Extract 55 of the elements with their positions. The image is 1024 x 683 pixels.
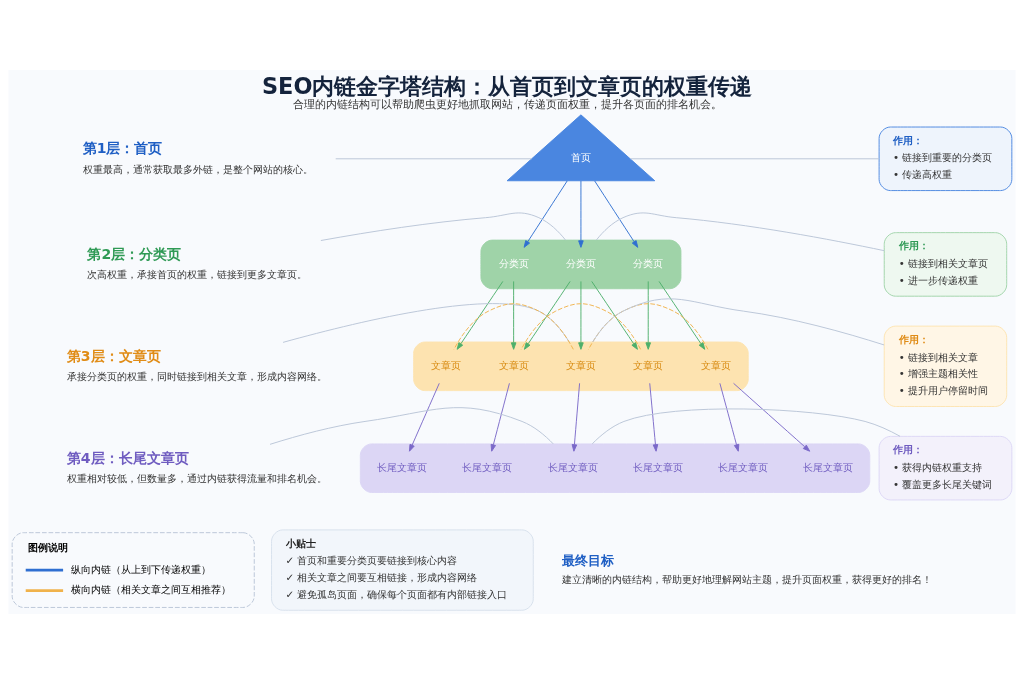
arrow bbox=[645, 280, 651, 350]
node-text: 文章页 bbox=[431, 358, 462, 371]
node-text: 文章页 bbox=[633, 358, 664, 371]
node-text: 第2层：分类页 次高权重，承接首页的权重，链接到更多文章页。 bbox=[87, 245, 308, 280]
node-text: 分类页 bbox=[633, 256, 664, 269]
legend-label: 横向内链（相关文章之间互相推荐） bbox=[70, 582, 231, 595]
connector bbox=[282, 302, 570, 343]
node-text: 第3层：文章页 承接分类页的权重，同时链接到相关文章，形成内容网络。 bbox=[66, 347, 327, 382]
node-text: 分类页 bbox=[565, 256, 596, 269]
label: 最终目标 bbox=[562, 552, 615, 568]
connector bbox=[269, 406, 554, 445]
connector bbox=[592, 297, 885, 345]
arrow bbox=[658, 280, 706, 350]
arrow bbox=[571, 382, 581, 452]
node-text: 文章页 bbox=[498, 358, 529, 371]
node-box: 作用： • 链接到重要的分类页 • 传递高权重 bbox=[878, 126, 1013, 191]
connector bbox=[629, 157, 880, 159]
arrow bbox=[594, 180, 639, 248]
node-box: 小贴士 ✓ 首页和重要分类页要链接到核心内容 ✓ 相关文章之间要互相链接，形成内容网络 ✓ 避免孤岛页面，确保每个页面都有内部链接入口 bbox=[271, 528, 534, 611]
connector bbox=[453, 302, 574, 350]
node-box: 作用： • 链接到相关文章页 • 进一步传递权重 bbox=[883, 231, 1008, 297]
connector bbox=[591, 408, 901, 444]
arrow bbox=[578, 180, 584, 248]
label: 图例说明 bbox=[27, 540, 68, 553]
arrow bbox=[578, 280, 584, 350]
connector bbox=[320, 212, 567, 241]
arrow bbox=[719, 382, 740, 452]
connector bbox=[595, 212, 885, 251]
node-text: 长尾文章页 bbox=[462, 460, 513, 473]
node-text: 分类页 bbox=[498, 256, 529, 269]
node-box: 作用： • 链接到相关文章 • 增强主题相关性 • 提升用户停留时间 bbox=[883, 325, 1008, 407]
arrow bbox=[523, 180, 568, 248]
node-text: 第4层：长尾文章页 权重相对较低，但数量多，通过内链获得流量和排名机会。 bbox=[66, 449, 327, 484]
arrow bbox=[591, 280, 638, 350]
node-text: 长尾文章页 bbox=[547, 460, 598, 473]
node-text: 长尾文章页 bbox=[802, 460, 853, 473]
arrow bbox=[649, 382, 659, 452]
node-text: 长尾文章页 bbox=[377, 460, 428, 473]
node-text: 文章页 bbox=[565, 358, 596, 371]
diagram-title: SEO内链金字塔结构：从首页到文章页的权重传递 bbox=[261, 72, 753, 99]
connector bbox=[588, 302, 709, 350]
connector bbox=[520, 302, 642, 350]
arrow bbox=[523, 280, 571, 350]
legend-label: 纵向内链（从上到下传递权重） bbox=[70, 562, 211, 575]
arrow bbox=[733, 382, 811, 452]
node-text: 第1层：首页 权重最高，通常获取最多外链，是整个网站的核心。 bbox=[82, 139, 313, 175]
node-text: 长尾文章页 bbox=[632, 460, 683, 473]
node-text: 长尾文章页 bbox=[717, 460, 768, 473]
arrow bbox=[456, 280, 504, 350]
label: 建立清晰的内链结构，帮助更好地理解网站主题，提升页面权重，获得更好的排名！ bbox=[562, 572, 933, 585]
node-text: 文章页 bbox=[700, 358, 731, 371]
connector bbox=[335, 157, 533, 159]
arrow bbox=[510, 280, 517, 350]
node-box: 作用： • 获得内链权重支持 • 覆盖更多长尾关键词 bbox=[878, 435, 1013, 500]
caption: 合理的内链结构可以帮助爬虫更好地抓取网站，传递页面权重，提升各页面的排名机会。 bbox=[292, 97, 722, 111]
